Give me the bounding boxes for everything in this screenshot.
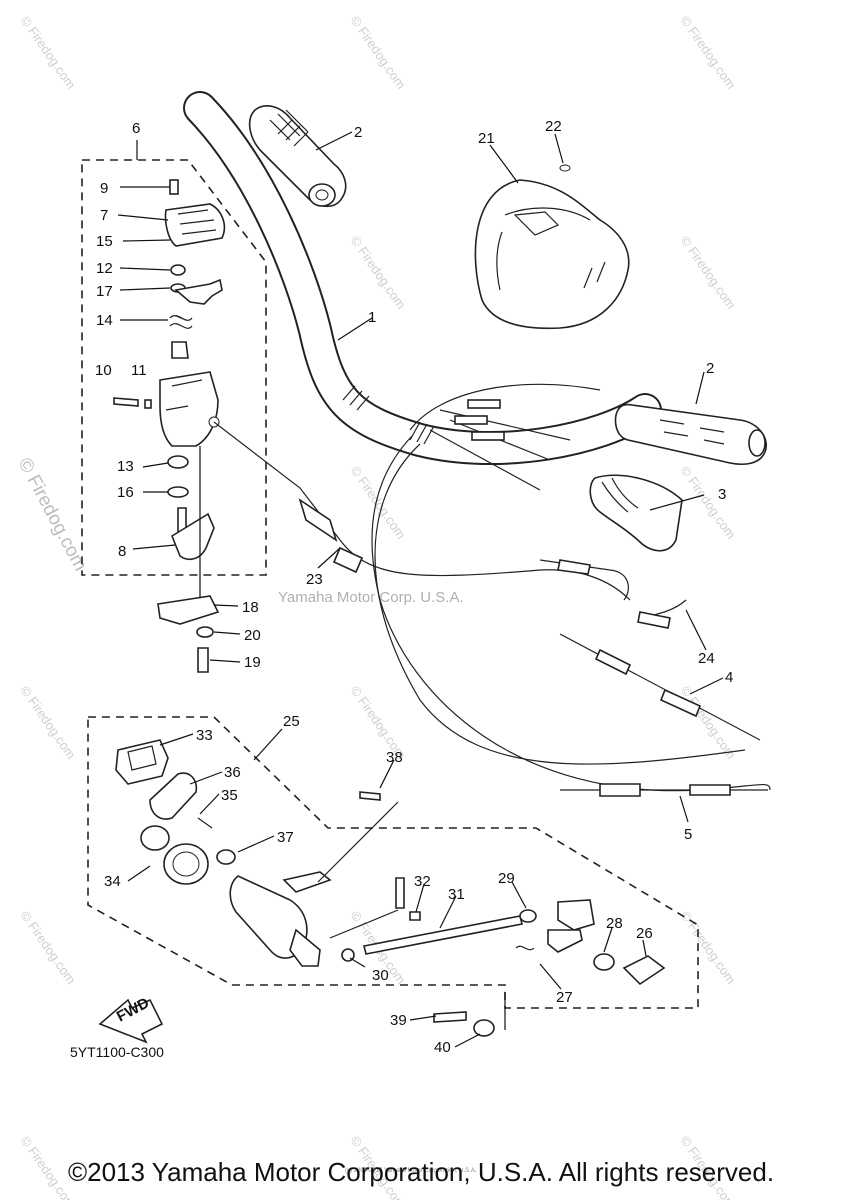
callout-12: 12	[96, 260, 113, 277]
callout-14: 14	[96, 312, 113, 329]
callout-8: 8	[118, 543, 126, 560]
callout-11: 11	[131, 362, 147, 379]
callout-29: 29	[498, 870, 515, 887]
callout-22: 22	[545, 118, 562, 135]
callout-13: 13	[117, 458, 134, 475]
callout-15: 15	[96, 233, 113, 250]
callout-34: 34	[104, 873, 121, 890]
callout-4: 4	[725, 669, 733, 686]
copyright-footer: ©2013 Yamaha Motor Corporation, U.S.A. A…	[67, 1157, 775, 1187]
callout-27: 27	[556, 989, 573, 1006]
watermark: © Firedog.com	[678, 908, 739, 987]
group-25-outline	[87, 716, 699, 1009]
callout-19: 19	[244, 654, 261, 671]
callout-21: 21	[478, 130, 495, 147]
lever-cover	[589, 474, 683, 552]
callout-2b: 2	[706, 360, 714, 377]
callout-36: 36	[224, 764, 241, 781]
watermark: © Firedog.com	[18, 13, 79, 92]
watermark: © Firedog.com	[18, 683, 79, 762]
callout-26: 26	[636, 925, 653, 942]
callout-20: 20	[244, 627, 261, 644]
watermark: © Firedog.com	[678, 683, 739, 762]
callout-32: 32	[414, 873, 431, 890]
callout-10: 10	[95, 362, 112, 379]
callout-18: 18	[242, 599, 259, 616]
callouts: 1 2 2 3 4 5 6 7 8 9 11 10 12 13 14 15 16…	[95, 118, 733, 1056]
callout-5: 5	[684, 826, 692, 843]
handlebar	[183, 91, 662, 465]
callout-2: 2	[354, 124, 362, 141]
callout-6: 6	[132, 120, 140, 137]
callout-17: 17	[96, 283, 113, 300]
overlay-text: Yamaha Motor Corp. U.S.A.	[278, 589, 464, 606]
callout-37: 37	[277, 829, 294, 846]
watermark: © Firedog.com	[678, 233, 739, 312]
callout-23: 23	[306, 571, 323, 588]
group-6-outline	[81, 159, 267, 576]
callout-25: 25	[283, 713, 300, 730]
callout-40: 40	[434, 1039, 451, 1056]
callout-24: 24	[698, 650, 715, 667]
right-grip	[614, 403, 767, 466]
watermark: © Firedog.com	[348, 463, 409, 542]
callout-7: 7	[100, 207, 108, 224]
callout-1: 1	[368, 309, 376, 326]
callout-39: 39	[390, 1012, 407, 1029]
watermark: © Firedog.com	[678, 463, 739, 542]
watermark: © Firedog.com	[348, 233, 409, 312]
callout-31: 31	[448, 886, 465, 903]
watermark: © Firedog.com	[348, 13, 409, 92]
callout-38: 38	[386, 749, 403, 766]
side-watermark: © Firedog.com	[14, 454, 91, 574]
callout-28: 28	[606, 915, 623, 932]
throttle-assembly	[113, 179, 226, 673]
callout-9: 9	[100, 180, 108, 197]
cables	[213, 383, 771, 797]
callout-3: 3	[718, 486, 726, 503]
watermark: © Firedog.com	[18, 908, 79, 987]
fwd-arrow: FWD	[98, 994, 164, 1044]
watermark: © Firedog.com	[678, 13, 739, 92]
callout-35: 35	[221, 787, 238, 804]
diagram-code: 5YT1100-C300	[70, 1044, 164, 1060]
lever-assembly	[115, 739, 666, 1037]
callout-30: 30	[372, 967, 389, 984]
left-grip	[248, 105, 347, 208]
callout-16: 16	[117, 484, 134, 501]
callout-33: 33	[196, 727, 213, 744]
handlebar-cover	[474, 164, 630, 330]
small-print: (c) 2000-2015 Yamaha Motor Corporation, …	[345, 1168, 477, 1174]
leader-lines	[117, 131, 724, 1048]
